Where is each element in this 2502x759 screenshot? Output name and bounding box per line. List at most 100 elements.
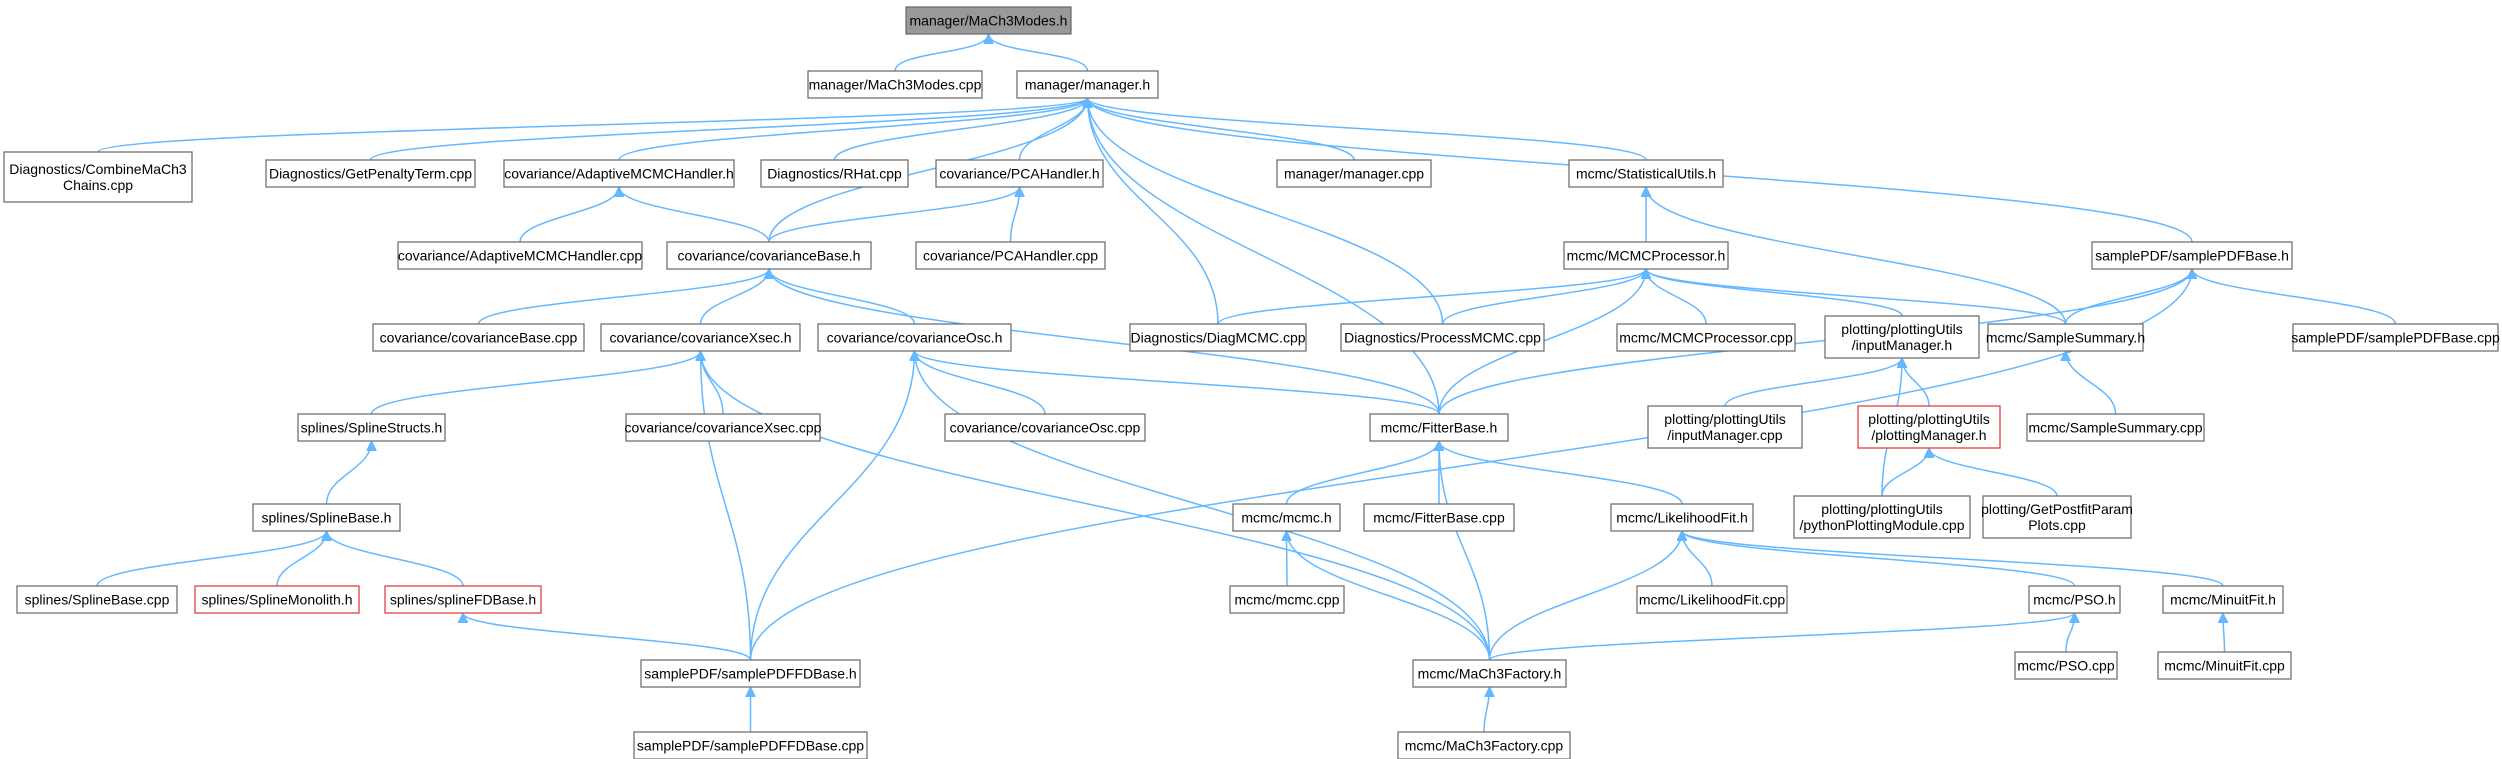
file-node-samplefd-cpp[interactable]: samplePDF/samplePDFFDBase.cpp xyxy=(633,731,868,759)
file-node-label: covariance/covarianceXsec.h xyxy=(609,330,791,346)
file-node-covbase-h[interactable]: covariance/covarianceBase.h xyxy=(666,241,872,270)
dependency-edge-mcmcproc_cpp-to-mcmcproc_h xyxy=(1646,268,1707,325)
file-node-mcmc-cpp[interactable]: mcmc/mcmc.cpp xyxy=(1229,585,1345,614)
file-node-minuit-h[interactable]: mcmc/MinuitFit.h xyxy=(2162,585,2284,614)
dependency-edge-fitterbase_h-to-manager_h xyxy=(1088,98,1440,415)
file-node-factory-cpp[interactable]: mcmc/MaCh3Factory.cpp xyxy=(1397,731,1571,759)
dependency-edge-lhfit_h-to-fitterbase_h xyxy=(1439,440,1683,505)
file-node-pyplot[interactable]: plotting/plottingUtils/pythonPlottingMod… xyxy=(1793,495,1971,539)
file-node-covosc-cpp[interactable]: covariance/covarianceOsc.cpp xyxy=(944,413,1146,442)
file-node-lhfit-cpp[interactable]: mcmc/LikelihoodFit.cpp xyxy=(1636,585,1788,614)
file-node-label: samplePDF/samplePDFBase.cpp xyxy=(2291,330,2500,346)
file-node-samplepdfbase-cpp[interactable]: samplePDF/samplePDFBase.cpp xyxy=(2291,323,2500,352)
file-node-adaptive-cpp[interactable]: covariance/AdaptiveMCMCHandler.cpp xyxy=(397,241,643,270)
file-node-procmcmc[interactable]: Diagnostics/ProcessMCMC.cpp xyxy=(1340,323,1545,352)
file-node-mcmcproc-h[interactable]: mcmc/MCMCProcessor.h xyxy=(1563,241,1729,270)
file-node-rhat[interactable]: Diagnostics/RHat.cpp xyxy=(760,159,909,188)
file-node-samplesum-h[interactable]: mcmc/SampleSummary.h xyxy=(1986,323,2145,352)
file-node-box xyxy=(1568,159,1724,188)
file-node-label: splines/SplineBase.h xyxy=(262,510,392,526)
dependency-edge-diagmcmc-to-mcmcproc_h xyxy=(1217,268,1646,325)
file-node-modes-h[interactable]: manager/MaCh3Modes.h xyxy=(905,6,1072,35)
dependency-edge-splinebase_cpp-to-splinebase_h xyxy=(96,530,327,587)
file-node-pca-h[interactable]: covariance/PCAHandler.h xyxy=(935,159,1104,188)
file-node-splinebase-h[interactable]: splines/SplineBase.h xyxy=(252,503,401,532)
file-node-box xyxy=(503,159,735,188)
file-node-factory-h[interactable]: mcmc/MaCh3Factory.h xyxy=(1412,659,1567,688)
file-node-fitterbase-cpp[interactable]: mcmc/FitterBase.cpp xyxy=(1363,503,1515,532)
file-node-mcmc-h[interactable]: mcmc/mcmc.h xyxy=(1232,503,1341,532)
file-node-manager-cpp[interactable]: manager/manager.cpp xyxy=(1276,159,1432,188)
file-node-splinefd[interactable]: splines/splineFDBase.h xyxy=(384,585,542,614)
file-node-samplepdfbase-h[interactable]: samplePDF/samplePDFBase.h xyxy=(2091,241,2293,270)
file-node-box xyxy=(1793,495,1971,539)
dependency-edge-samplesum_h-to-samplepdfbase_h xyxy=(2064,268,2193,325)
file-node-minuit-cpp[interactable]: mcmc/MinuitFit.cpp xyxy=(2157,651,2292,680)
dependency-edge-pso_h-to-lhfit_h xyxy=(1682,530,2076,587)
file-node-penalty[interactable]: Diagnostics/GetPenaltyTerm.cpp xyxy=(265,159,476,188)
file-node-fitterbase-h[interactable]: mcmc/FitterBase.h xyxy=(1369,413,1509,442)
file-node-label: mcmc/FitterBase.h xyxy=(1381,420,1498,436)
dependency-edge-samplesum_h-to-mcmcproc_h xyxy=(1646,268,2067,325)
file-node-pso-cpp[interactable]: mcmc/PSO.cpp xyxy=(2014,651,2118,680)
file-node-label: mcmc/MinuitFit.cpp xyxy=(2164,658,2285,674)
file-node-box xyxy=(1857,405,2001,449)
file-node-label: mcmc/MaCh3Factory.cpp xyxy=(1405,738,1564,754)
file-node-pso-h[interactable]: mcmc/PSO.h xyxy=(2028,585,2121,614)
file-node-splinebase-cpp[interactable]: splines/SplineBase.cpp xyxy=(16,585,178,614)
file-node-inputmgr-cpp[interactable]: plotting/plottingUtils/inputManager.cpp xyxy=(1647,405,1803,449)
dependency-edge-inputmgr_h-to-mcmcproc_h xyxy=(1646,268,1903,317)
file-node-box xyxy=(817,323,1012,352)
file-node-inputmgr-h[interactable]: plotting/plottingUtils/inputManager.h xyxy=(1824,315,1980,359)
file-node-covosc-h[interactable]: covariance/covarianceOsc.h xyxy=(817,323,1012,352)
dependency-edge-samplefd_h-to-covosc_h xyxy=(749,351,915,661)
file-node-splinemono[interactable]: splines/SplineMonolith.h xyxy=(194,585,360,614)
file-node-label: mcmc/MCMCProcessor.cpp xyxy=(1619,330,1793,346)
file-node-label: mcmc/MinuitFit.h xyxy=(2170,592,2276,608)
file-node-box xyxy=(3,151,193,203)
dependency-edge-procmcmc-to-mcmcproc_h xyxy=(1441,268,1647,325)
file-node-label: covariance/AdaptiveMCMCHandler.cpp xyxy=(398,248,643,264)
file-node-box xyxy=(2292,323,2499,352)
file-node-covbase-cpp[interactable]: covariance/covarianceBase.cpp xyxy=(372,323,585,352)
file-node-box xyxy=(1647,405,1803,449)
file-node-box xyxy=(1412,659,1567,688)
file-node-mcmcproc-cpp[interactable]: mcmc/MCMCProcessor.cpp xyxy=(1616,323,1796,352)
file-node-label: samplePDF/samplePDFBase.h xyxy=(2095,248,2289,264)
dependency-edge-covbase_cpp-to-covbase_h xyxy=(477,268,770,325)
file-node-label: manager/manager.h xyxy=(1025,77,1150,93)
file-node-plotmgr-h[interactable]: plotting/plottingUtils/plottingManager.h xyxy=(1857,405,2001,449)
file-node-covxsec-cpp[interactable]: covariance/covarianceXsec.cpp xyxy=(625,413,822,442)
file-node-modes-cpp[interactable]: manager/MaCh3Modes.cpp xyxy=(807,70,983,99)
file-node-label: covariance/AdaptiveMCMCHandler.h xyxy=(504,166,734,182)
file-node-box xyxy=(944,413,1146,442)
file-node-manager-h[interactable]: manager/manager.h xyxy=(1016,70,1159,99)
file-node-label: samplePDF/samplePDFFDBase.cpp xyxy=(637,738,864,754)
file-node-adaptive-h[interactable]: covariance/AdaptiveMCMCHandler.h xyxy=(503,159,735,188)
file-node-label: covariance/PCAHandler.h xyxy=(939,166,1099,182)
file-node-box xyxy=(265,159,476,188)
file-node-box xyxy=(1610,503,1754,532)
dependency-edge-adaptive_h-to-manager_h xyxy=(618,97,1088,161)
file-node-pca-cpp[interactable]: covariance/PCAHandler.cpp xyxy=(915,241,1106,270)
dependency-edge-mcmc_h-to-fitterbase_h xyxy=(1285,440,1440,505)
file-node-diagmcmc[interactable]: Diagnostics/DiagMCMC.cpp xyxy=(1129,323,1307,352)
file-node-lhfit-h[interactable]: mcmc/LikelihoodFit.h xyxy=(1610,503,1754,532)
file-node-samplesum-cpp[interactable]: mcmc/SampleSummary.cpp xyxy=(2026,413,2205,442)
file-node-box xyxy=(760,159,909,188)
file-node-label: samplePDF/samplePDFFDBase.h xyxy=(644,666,856,682)
dependency-edge-minuit_h-to-lhfit_h xyxy=(1682,530,2224,587)
file-node-statutils[interactable]: mcmc/StatisticalUtils.h xyxy=(1568,159,1724,188)
file-node-splinestructs[interactable]: splines/SplineStructs.h xyxy=(297,413,446,442)
file-node-box xyxy=(1397,731,1571,759)
file-node-label: mcmc/SampleSummary.h xyxy=(1986,330,2145,346)
file-node-box xyxy=(1363,503,1515,532)
dependency-edge-factory_h-to-covosc_h xyxy=(915,351,1491,661)
file-node-covxsec-h[interactable]: covariance/covarianceXsec.h xyxy=(600,323,801,352)
file-node-samplefd-h[interactable]: samplePDF/samplePDFFDBase.h xyxy=(640,659,861,688)
file-node-label: Diagnostics/GetPenaltyTerm.cpp xyxy=(269,166,472,182)
file-node-label: Diagnostics/DiagMCMC.cpp xyxy=(1130,330,1305,346)
dependency-edge-combine-to-manager_h xyxy=(97,97,1088,153)
